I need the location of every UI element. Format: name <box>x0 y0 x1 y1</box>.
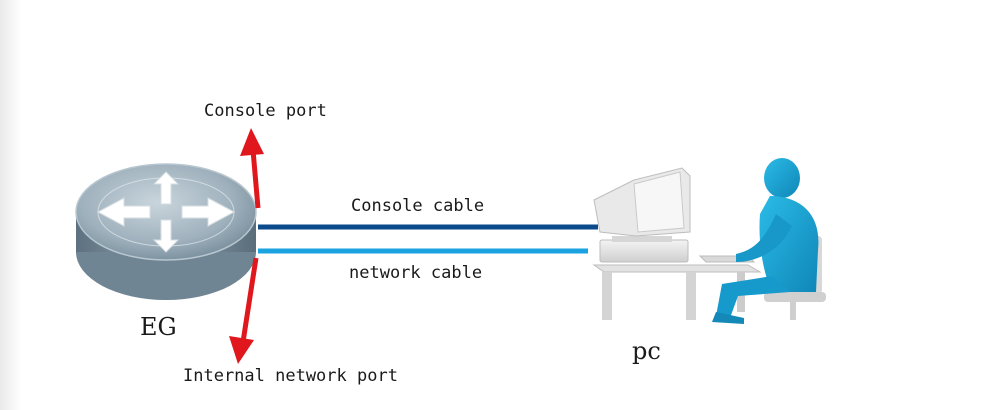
router-label: EG <box>140 313 177 341</box>
console-port-label: Console port <box>204 101 327 121</box>
internal-port-arrow <box>229 257 259 364</box>
pc-label: pc <box>632 337 661 365</box>
user-icon <box>712 158 826 324</box>
console-cable-label: Console cable <box>351 196 485 216</box>
page-edge-shadow <box>0 0 22 410</box>
internal-port-label: Internal network port <box>183 366 398 386</box>
computer-icon <box>592 167 762 320</box>
router-icon <box>75 163 257 300</box>
console-port-arrow <box>240 128 264 209</box>
network-cable-label: network cable <box>349 263 483 283</box>
